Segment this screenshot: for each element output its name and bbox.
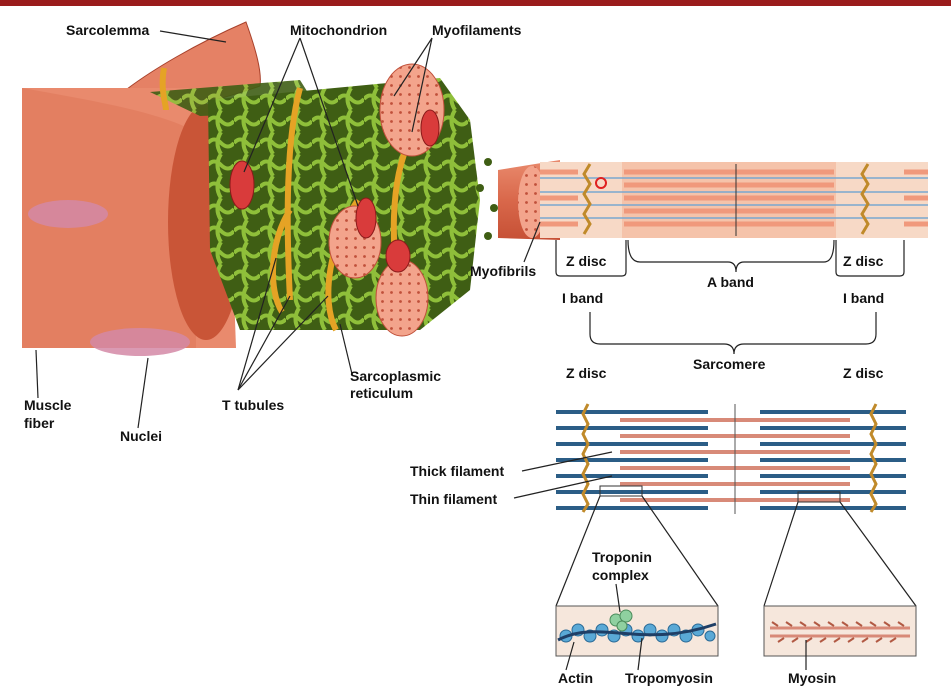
label-nuclei: Nuclei (120, 428, 162, 444)
label-myofibrils: Myofibrils (470, 263, 536, 279)
z-disc-line-left (582, 163, 592, 235)
label-z-disc-lower-left: Z disc (566, 365, 607, 381)
label-i-band-right: I band (843, 290, 884, 306)
myosin-inset-box (763, 605, 917, 657)
label-z-disc-right: Z disc (843, 253, 884, 269)
label-troponin-2: complex (592, 567, 649, 583)
top-accent-bar (0, 0, 951, 6)
label-troponin-1: Troponin (592, 549, 652, 565)
label-sarcoplasmic-1: Sarcoplasmic (350, 368, 441, 384)
label-thick-filament: Thick filament (410, 463, 504, 479)
troponin-blob (609, 609, 633, 632)
label-thin-filament: Thin filament (410, 491, 497, 507)
label-tropomyosin: Tropomyosin (625, 670, 713, 686)
label-actin: Actin (558, 670, 593, 686)
label-muscle-fiber-2: fiber (24, 415, 55, 431)
leader-lines (35, 30, 807, 671)
nucleus-shape (90, 328, 190, 356)
label-sarcoplasmic-2: reticulum (350, 385, 413, 401)
sarcomere-bands-upper (540, 162, 928, 355)
label-myofilaments: Myofilaments (432, 22, 522, 38)
muscle-fiber-illustration (22, 21, 560, 356)
label-mitochondrion: Mitochondrion (290, 22, 387, 38)
label-i-band-left: I band (562, 290, 603, 306)
label-myosin: Myosin (788, 670, 836, 686)
label-z-disc-left: Z disc (566, 253, 607, 269)
label-muscle-fiber-1: Muscle (24, 397, 72, 413)
label-a-band: A band (707, 274, 754, 290)
mitochondria-shapes (229, 109, 440, 273)
label-sarcomere: Sarcomere (693, 356, 766, 372)
nucleus-shape (28, 200, 108, 228)
label-sarcolemma: Sarcolemma (66, 22, 149, 38)
filament-diagram (555, 403, 917, 657)
z-disc-line-right (860, 163, 870, 235)
label-z-disc-lower-right: Z disc (843, 365, 884, 381)
label-t-tubules: T tubules (222, 397, 284, 413)
